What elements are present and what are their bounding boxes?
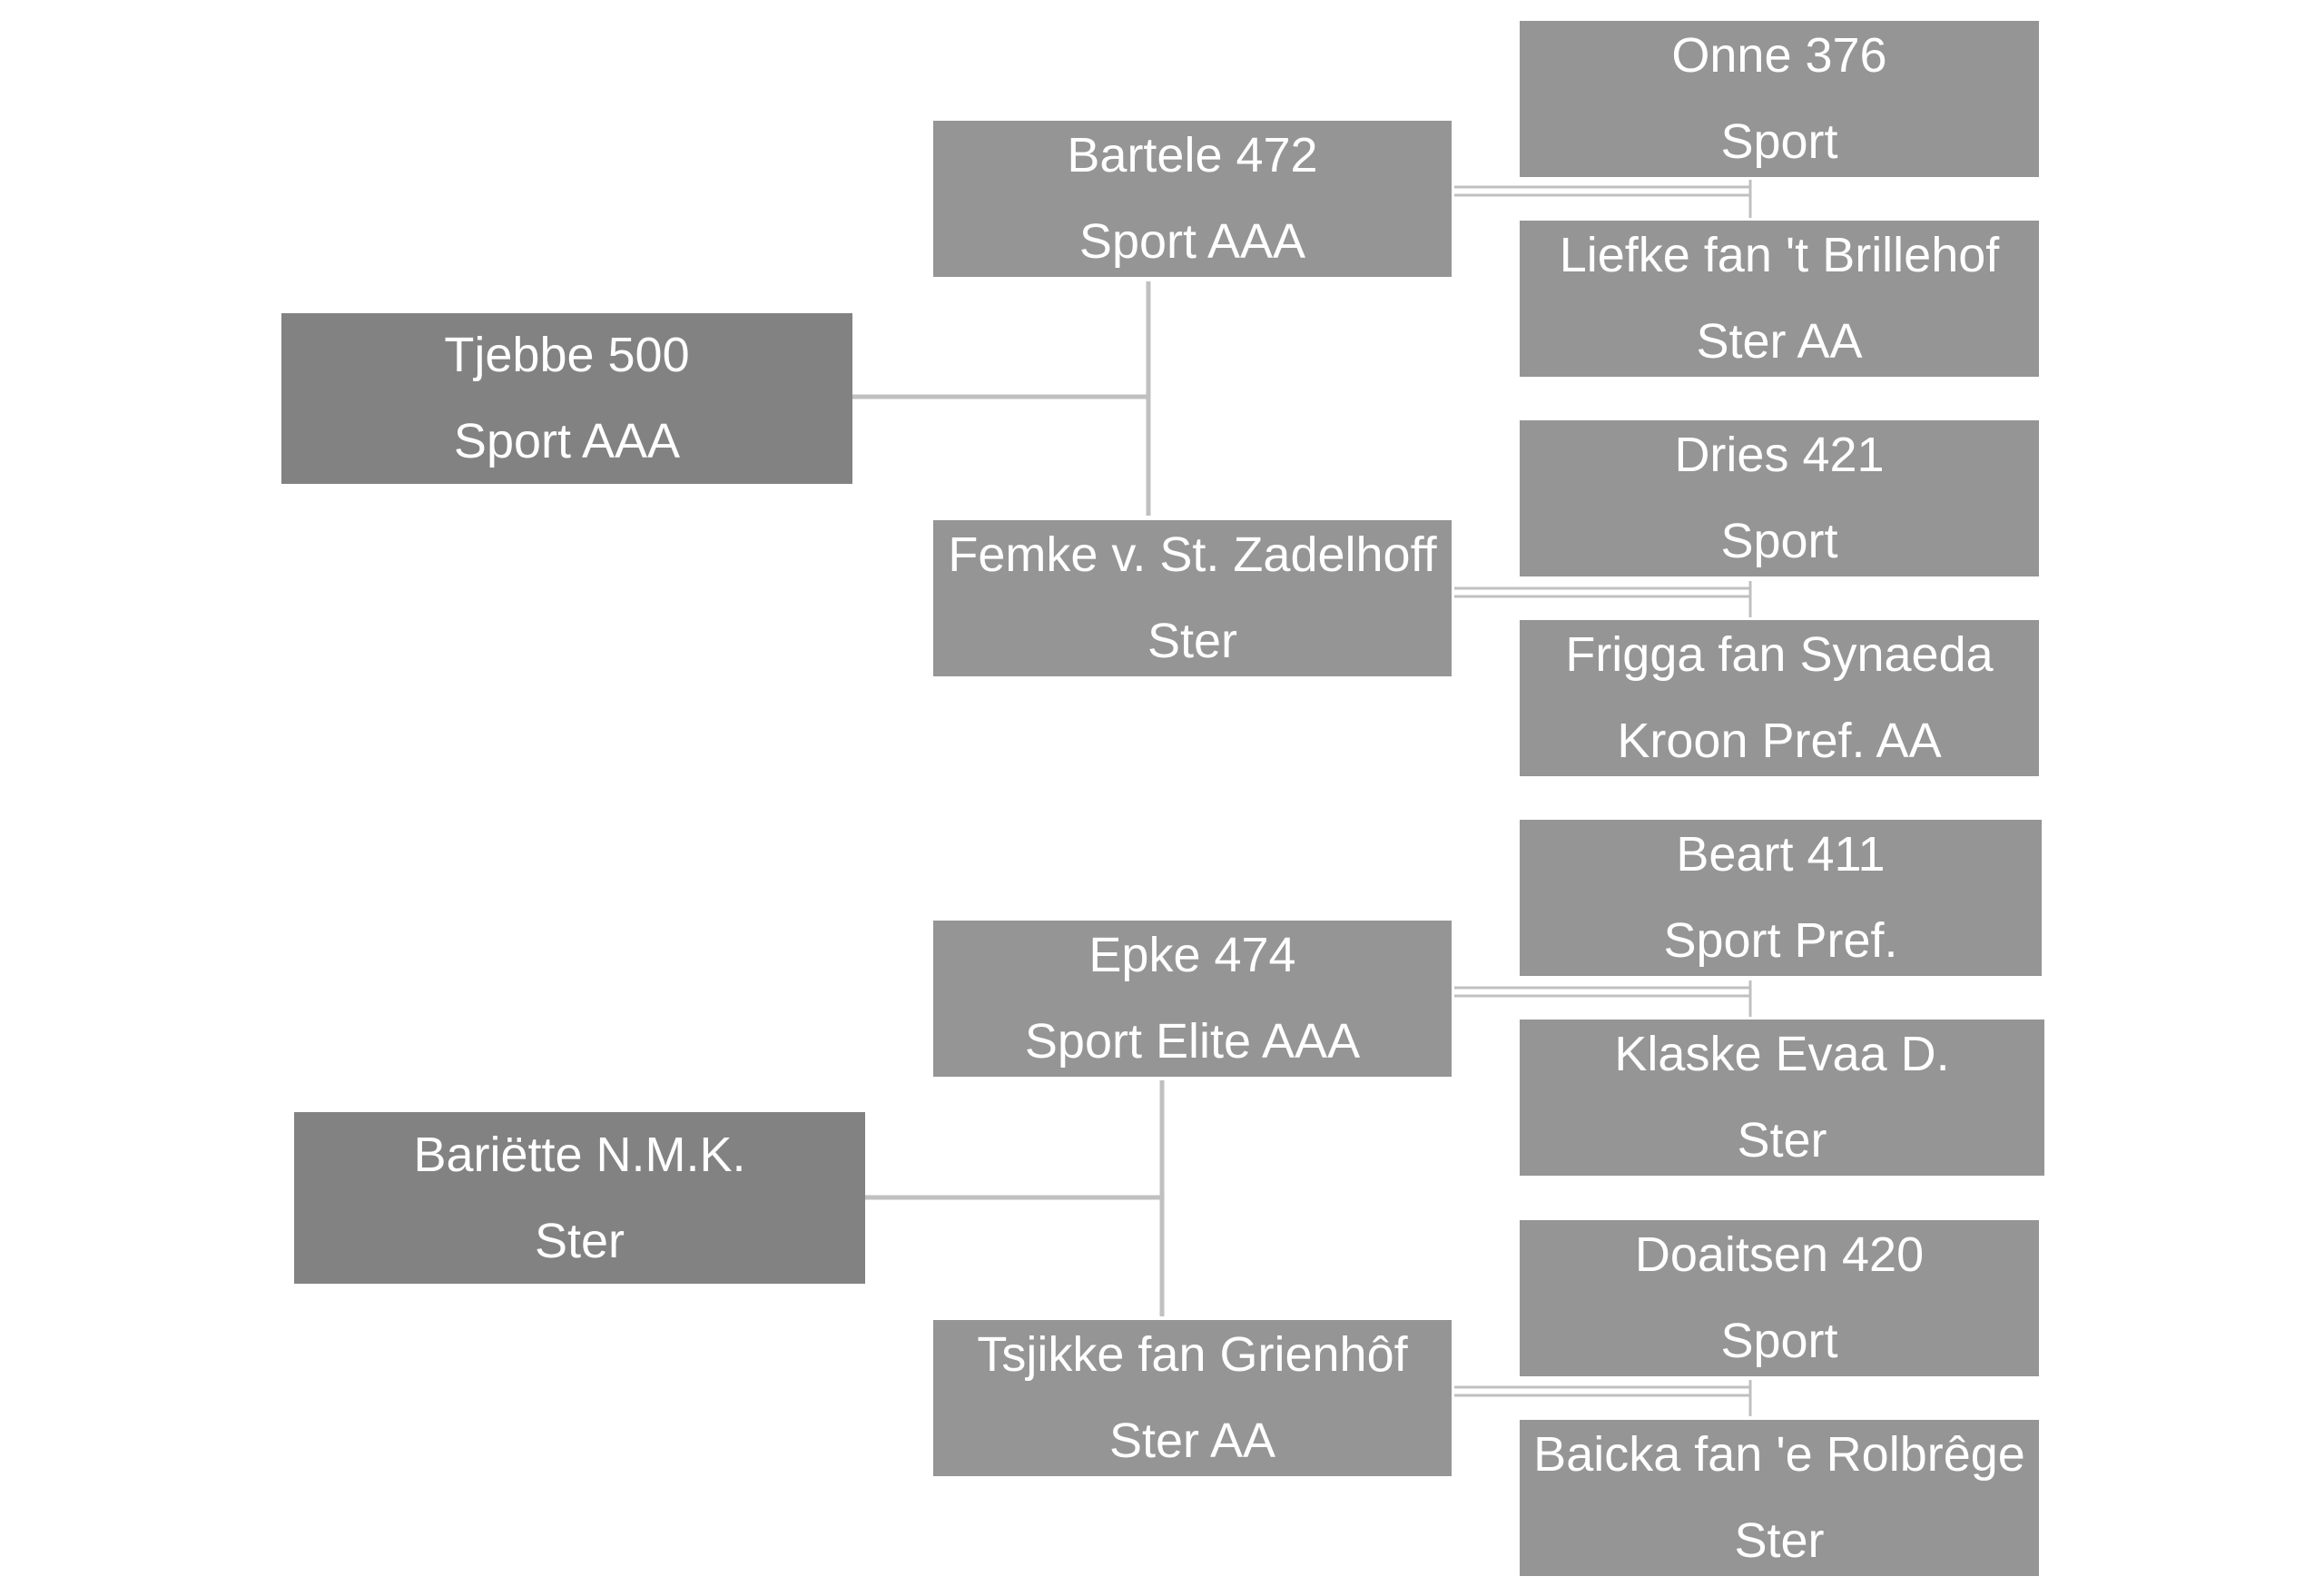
horse-title: Sport: [1720, 514, 1838, 568]
horse-name: Klaske Evaa D.: [1614, 1027, 1950, 1081]
horse-box-onne: Onne 376 Sport: [1520, 21, 2039, 177]
horse-title: Sport: [1720, 1314, 1838, 1368]
horse-box-dries: Dries 421 Sport: [1520, 420, 2039, 576]
horse-box-beart: Beart 411 Sport Pref.: [1520, 820, 2042, 976]
horse-box-tsjikke: Tsjikke fan Grienhôf Ster AA: [933, 1320, 1452, 1476]
horse-title: Kroon Pref. AA: [1617, 714, 1942, 768]
horse-box-liefke: Liefke fan 't Brillehof Ster AA: [1520, 221, 2039, 377]
horse-name: Liefke fan 't Brillehof: [1559, 228, 2000, 282]
horse-box-doaitsen: Doaitsen 420 Sport: [1520, 1220, 2039, 1376]
horse-box-klaske: Klaske Evaa D. Ster: [1520, 1020, 2044, 1176]
horse-name: Frigga fan Synaeda: [1565, 627, 1994, 682]
horse-title: Ster: [1147, 614, 1238, 668]
horse-title: Ster AA: [1108, 1414, 1276, 1468]
horse-name: Tjebbe 500: [444, 328, 690, 382]
horse-box-bariette: Bariëtte N.M.K. Ster: [294, 1112, 865, 1284]
horse-title: Sport AAA: [453, 414, 681, 468]
horse-name: Dries 421: [1674, 428, 1885, 482]
horse-name: Onne 376: [1671, 28, 1887, 83]
horse-title: Sport Pref.: [1663, 913, 1898, 968]
horse-box-bartele: Bartele 472 Sport AAA: [933, 121, 1452, 277]
horse-name: Baicka fan 'e Rolbrêge: [1533, 1427, 2025, 1482]
horse-box-epke: Epke 474 Sport Elite AAA: [933, 921, 1452, 1077]
horse-box-baicka: Baicka fan 'e Rolbrêge Ster: [1520, 1420, 2039, 1576]
horse-title: Ster: [1734, 1513, 1825, 1568]
horse-title: Ster: [534, 1213, 625, 1268]
horse-name: Epke 474: [1088, 928, 1296, 982]
horse-name: Doaitsen 420: [1634, 1227, 1925, 1282]
horse-title: Ster AA: [1696, 314, 1863, 369]
horse-box-femke: Femke v. St. Zadelhoff Ster: [933, 520, 1452, 676]
horse-name: Beart 411: [1676, 827, 1886, 882]
horse-name: Bartele 472: [1067, 128, 1318, 182]
horse-title: Sport AAA: [1078, 214, 1306, 269]
horse-title: Sport: [1720, 114, 1838, 169]
horse-box-frigga: Frigga fan Synaeda Kroon Pref. AA: [1520, 620, 2039, 776]
horse-name: Femke v. St. Zadelhoff: [948, 527, 1437, 582]
horse-title: Sport Elite AAA: [1024, 1014, 1361, 1069]
horse-name: Tsjikke fan Grienhôf: [977, 1327, 1408, 1382]
horse-title: Ster: [1737, 1113, 1827, 1167]
horse-box-tjebbe: Tjebbe 500 Sport AAA: [281, 313, 852, 484]
horse-name: Bariëtte N.M.K.: [413, 1127, 746, 1182]
